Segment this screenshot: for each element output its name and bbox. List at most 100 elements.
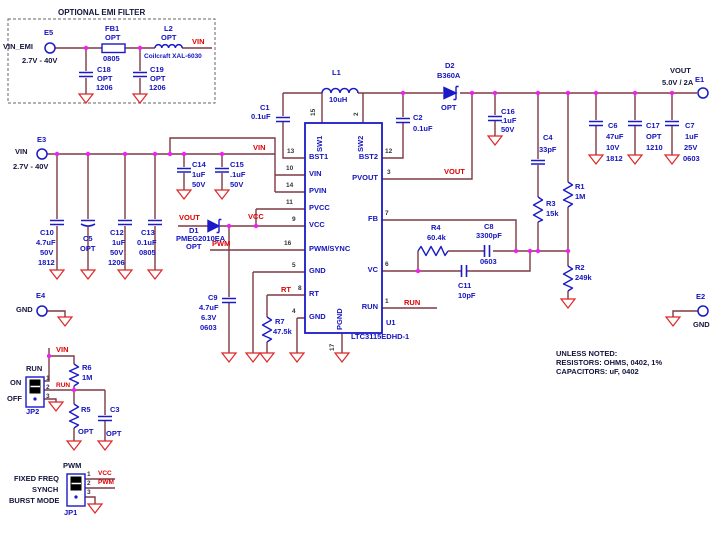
ic-pin-gnd5: GND [309, 266, 326, 275]
ic-pin-bst1: BST1 [309, 152, 329, 161]
label-c15-volt: 50V [230, 180, 244, 189]
diode-d1 [207, 219, 221, 233]
cap-c17 [628, 120, 642, 127]
label-c16-ref: C16 [501, 107, 515, 116]
label-c16-val: .1uF [501, 116, 517, 125]
label-jp2-off: OFF [7, 394, 22, 403]
label-c2-ref: C2 [413, 113, 423, 122]
label-jp1-synch: SYNCH [32, 485, 59, 494]
label-jp2-title: RUN [26, 364, 43, 373]
cap-c15 [215, 167, 229, 173]
net-label-rt: RT [281, 285, 291, 294]
pin-num-16: 16 [284, 240, 292, 247]
label-c13-pkg: 0805 [139, 248, 156, 257]
ic-pin-vin: VIN [309, 169, 322, 178]
pin-num-9: 9 [292, 216, 296, 223]
label-c10-val: 4.7uF [36, 238, 56, 247]
label-c14-val: 1uF [192, 170, 206, 179]
terminals [36, 42, 709, 317]
terminal-e4 [36, 305, 48, 317]
ferrite-fb1 [101, 43, 126, 54]
label-e4-port: GND [16, 305, 33, 314]
pin-num-4: 4 [292, 308, 296, 315]
label-c6-volt: 10V [606, 143, 620, 152]
res-r1 [562, 181, 574, 208]
diodes [207, 85, 459, 234]
label-e3: E3 [37, 135, 47, 144]
cap-c16 [488, 115, 502, 122]
label-r6-val: 1M [82, 373, 93, 382]
terminal-e1 [697, 87, 709, 99]
net-label-pwm-jp1: PWM [98, 479, 114, 486]
label-c9-val: 4.7uF [199, 303, 219, 312]
label-r1-ref: R1 [575, 182, 585, 191]
label-c3-val: OPT [106, 429, 122, 438]
capacitors [50, 71, 679, 422]
net-label-vout: VOUT [444, 167, 465, 176]
wire-sw-rails [282, 92, 697, 159]
net-label-vout-d1: VOUT [179, 213, 200, 222]
label-c13-ref: C13 [141, 228, 155, 237]
label-r5-ref: R5 [81, 405, 91, 414]
net-label-vcc-jp1: VCC [98, 470, 112, 477]
jp2-pin-2: 2 [46, 384, 50, 391]
label-d2-opt: OPT [441, 103, 457, 112]
label-c14-volt: 50V [192, 180, 206, 189]
emi-filter-box [7, 18, 216, 104]
ic-pin-pwmsync: PWM/SYNC [309, 244, 351, 253]
label-vin-port: VIN [15, 147, 28, 156]
label-c18-val: OPT [97, 74, 113, 83]
label-d1-ref: D1 [189, 226, 199, 235]
net-label-run-jp2: RUN [56, 382, 71, 389]
label-c17-pkg: 1210 [646, 143, 663, 152]
label-fb1-pkg: 0805 [103, 54, 120, 63]
label-fb1-val: OPT [105, 33, 121, 42]
ic-pin-pvcc: PVCC [309, 203, 330, 212]
label-c6-val: 47uF [606, 132, 624, 141]
label-c7-volt: 25V [684, 143, 698, 152]
wire-ports [47, 310, 698, 317]
ic-pin-gnd4: GND [309, 312, 326, 321]
terminal-e5 [44, 42, 56, 54]
label-c10-ref: C10 [40, 228, 54, 237]
label-l2-ref: L2 [164, 24, 173, 33]
ic-pin-pvout: PVOUT [352, 173, 378, 182]
ind-l1 [321, 87, 359, 94]
res-r7 [261, 316, 273, 343]
pin-num-2: 2 [353, 112, 360, 116]
cap-c14 [177, 167, 191, 173]
label-c3-ref: C3 [110, 405, 120, 414]
label-r7-val: 47.5k [273, 327, 292, 336]
terminal-e3 [36, 148, 48, 160]
label-d1-part: PMEG2010EA [176, 234, 226, 243]
label-d1-opt: OPT [186, 242, 202, 251]
label-e5: E5 [44, 28, 54, 37]
res-r6 [68, 363, 80, 387]
ic-pin-sw1: SW1 [315, 135, 324, 152]
label-c17-val: OPT [646, 132, 662, 141]
label-c14-ref: C14 [192, 160, 206, 169]
res-r4 [417, 245, 449, 257]
label-c1-val: 0.1uF [251, 112, 271, 121]
resistors [68, 181, 574, 429]
label-vin-range: 2.7V - 40V [13, 162, 49, 171]
label-d2-part: B360A [437, 71, 461, 80]
cap-c9 [222, 297, 236, 304]
label-c5-val: OPT [80, 244, 96, 253]
emi-title: OPTIONAL EMI FILTER [58, 8, 146, 17]
cap-c18 [79, 71, 93, 78]
pin-num-17: 17 [329, 343, 336, 351]
label-jp2-ref: JP2 [26, 407, 40, 416]
net-label-run: RUN [404, 298, 421, 307]
cap-c7 [665, 120, 679, 127]
label-c9-volt: 6.3V [201, 313, 217, 322]
diode-d1-bar [216, 218, 222, 234]
label-jp2-on: ON [10, 378, 22, 387]
jp1-pin-2: 2 [87, 480, 91, 487]
pin-num-11: 11 [286, 199, 293, 206]
label-l1-ref: L1 [332, 68, 341, 77]
cap-c12 [118, 219, 132, 226]
pin-num-1: 1 [385, 298, 389, 305]
label-r5-val: OPT [78, 427, 94, 436]
